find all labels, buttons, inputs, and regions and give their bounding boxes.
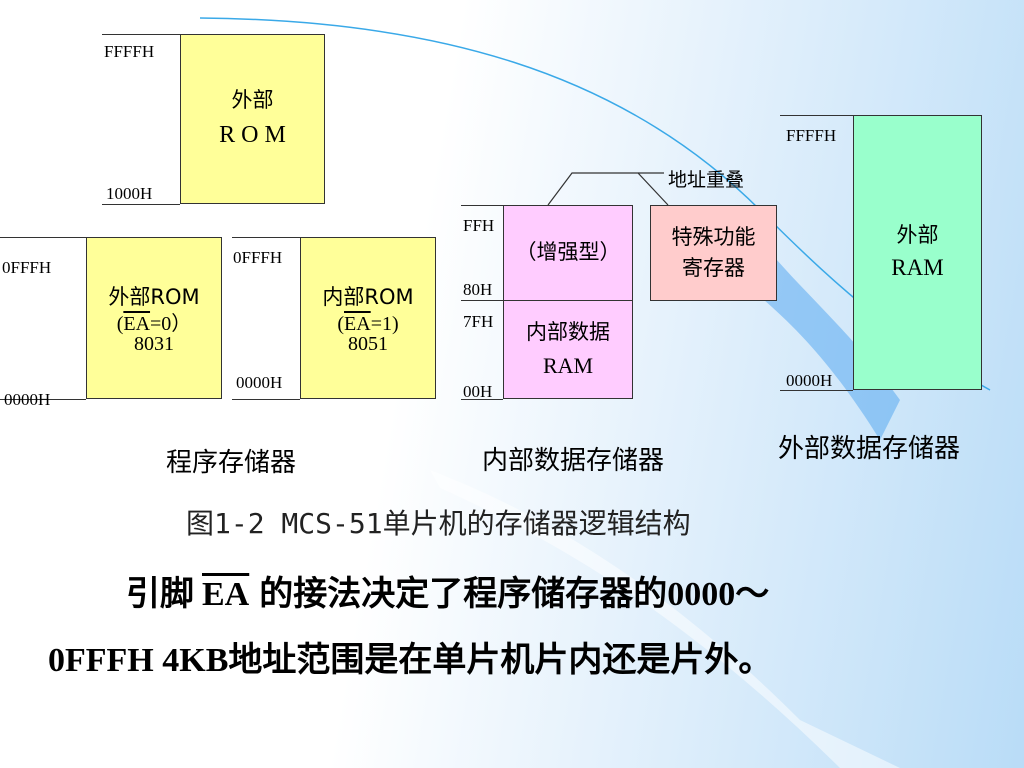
addr-0000h-label: 0000H bbox=[4, 390, 51, 409]
chip-8031-label: 8031 bbox=[134, 332, 174, 355]
external-ram-block: 外部 RAM bbox=[853, 115, 982, 390]
sfr-line2: 寄存器 bbox=[682, 256, 745, 280]
addr-ffh-label: FFH bbox=[463, 216, 495, 235]
external-rom-line2: R O M bbox=[219, 121, 286, 148]
ea-condition-8051: (EA=1) bbox=[337, 312, 399, 335]
addr-line bbox=[232, 399, 300, 400]
ea-pin-label: EA bbox=[202, 576, 250, 613]
addr-7fh-label: 7FH bbox=[463, 312, 494, 331]
addr-line bbox=[780, 115, 853, 116]
addr-1000h-label: 1000H bbox=[106, 184, 153, 203]
sfr-block: 特殊功能 寄存器 bbox=[650, 205, 777, 301]
external-rom-8031-block: 外部ROM (EA=0） 8031 bbox=[86, 237, 222, 399]
addr-line bbox=[102, 34, 180, 35]
addr-ffffh-label: FFFFH bbox=[104, 42, 155, 61]
enhanced-label: （增强型） bbox=[515, 240, 621, 265]
addr-line bbox=[0, 399, 86, 400]
internal-ram-block: 内部数据 RAM bbox=[503, 300, 633, 399]
addr-line bbox=[461, 205, 503, 206]
ea-condition-8031: (EA=0） bbox=[116, 312, 192, 335]
external-ram-line2: RAM bbox=[891, 255, 944, 280]
addr-line bbox=[461, 300, 503, 301]
addr-line bbox=[461, 399, 503, 400]
enhanced-ram-block: （增强型） bbox=[503, 205, 633, 301]
address-overlap-label: 地址重叠 bbox=[668, 169, 745, 191]
figure-caption: 图1-2 MCS-51单片机的存储器逻辑结构 bbox=[186, 507, 691, 540]
addr-80h-label: 80H bbox=[463, 280, 493, 299]
addr-0fffh-label: 0FFFH bbox=[233, 248, 283, 267]
external-ram-line1: 外部 bbox=[896, 222, 939, 247]
addr-0000h-label: 0000H bbox=[786, 371, 833, 390]
addr-00h-label: 00H bbox=[463, 382, 493, 401]
external-rom-line1: 外部 bbox=[231, 88, 274, 113]
addr-0fffh-label: 0FFFH bbox=[2, 258, 52, 277]
addr-ffffh-label: FFFFH bbox=[786, 126, 837, 145]
addr-line bbox=[232, 237, 300, 238]
addr-line bbox=[0, 237, 86, 238]
internal-rom-8051-label: 内部ROM bbox=[322, 285, 414, 310]
external-data-memory-caption: 外部数据存储器 bbox=[778, 434, 961, 464]
addr-0000h-label: 0000H bbox=[236, 373, 283, 392]
internal-data-memory-caption: 内部数据存储器 bbox=[482, 446, 665, 476]
note-line-2: 0FFFH 4KB地址范围是在单片机片内还是片外。 bbox=[48, 640, 773, 680]
addr-line bbox=[102, 204, 180, 205]
external-rom-8031-label: 外部ROM bbox=[108, 285, 200, 310]
program-memory-caption: 程序存储器 bbox=[166, 448, 297, 478]
chip-8051-label: 8051 bbox=[348, 332, 388, 355]
overlap-bracket bbox=[547, 172, 669, 206]
internal-rom-8051-block: 内部ROM (EA=1) 8051 bbox=[300, 237, 436, 399]
internal-ram-line2: RAM bbox=[542, 352, 594, 378]
external-rom-block: 外部 R O M bbox=[180, 34, 325, 204]
internal-ram-line1: 内部数据 bbox=[526, 320, 610, 345]
sfr-line1: 特殊功能 bbox=[671, 224, 756, 249]
addr-line bbox=[780, 390, 853, 391]
